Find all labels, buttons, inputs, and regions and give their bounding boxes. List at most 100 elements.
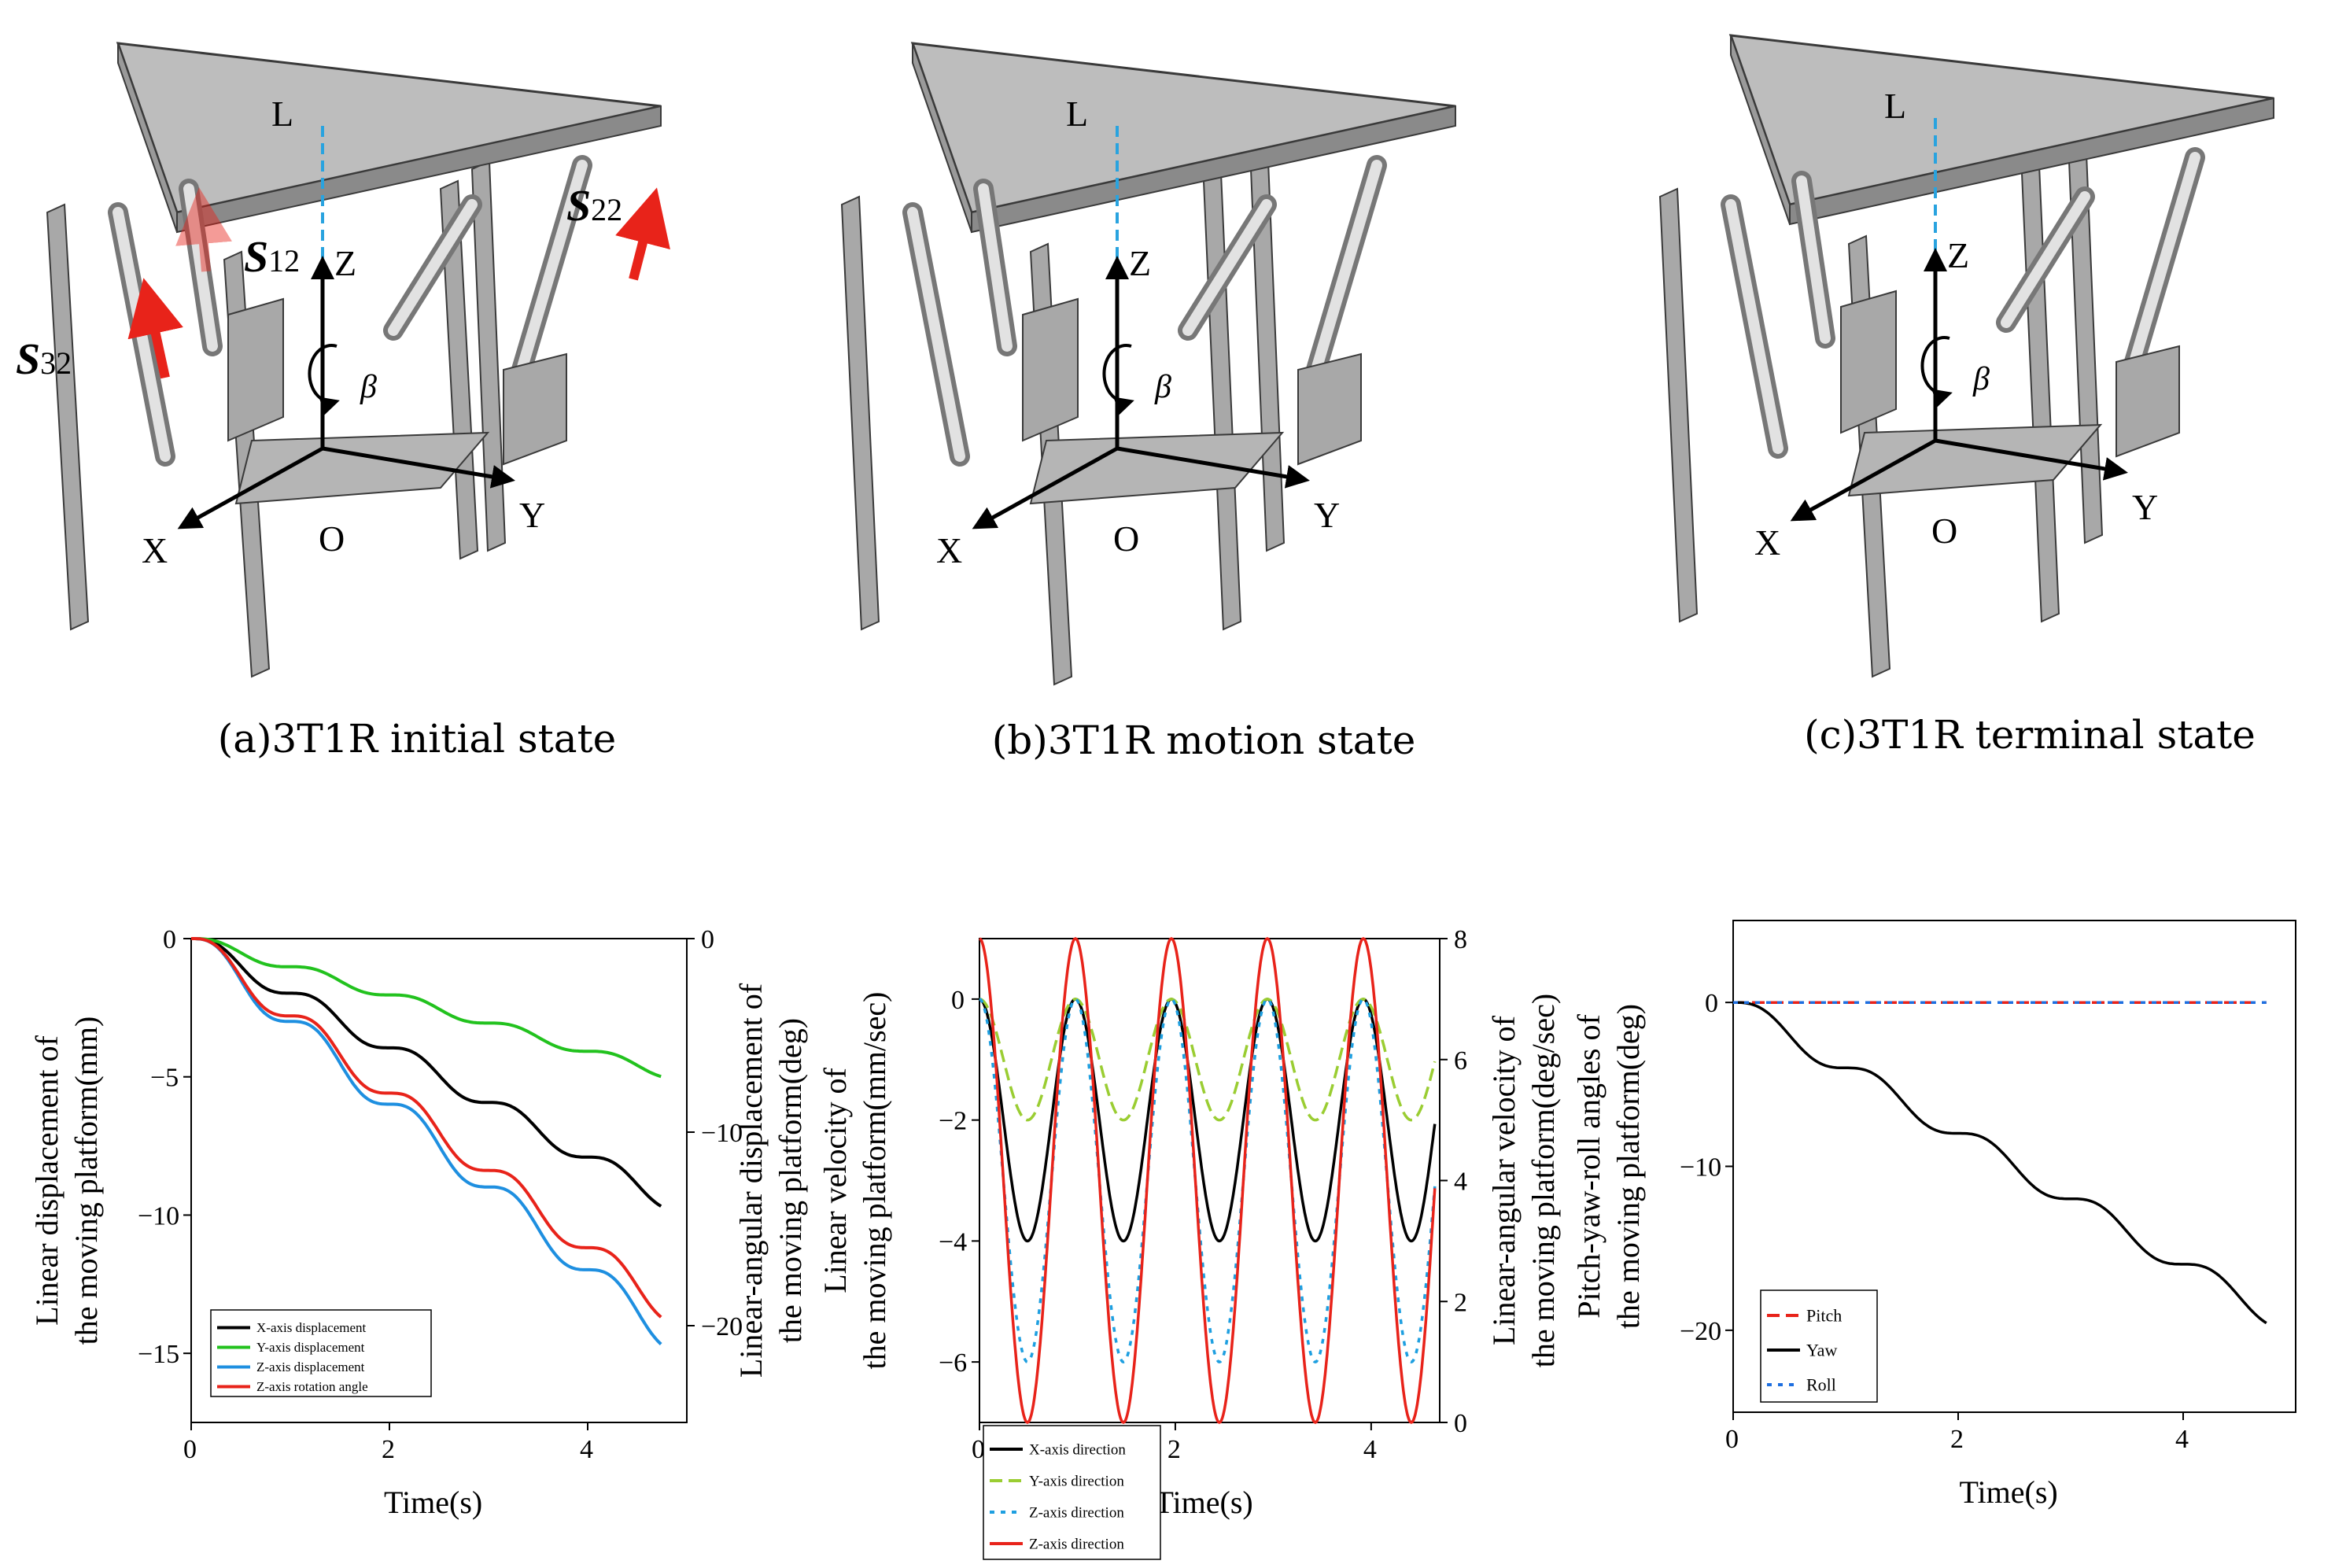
o-label: O [319, 518, 345, 559]
y2-tick-label: 8 [1454, 925, 1467, 954]
legend-box [210, 1309, 432, 1397]
x-tick-label: 0 [183, 1435, 197, 1464]
x-label: X [936, 530, 962, 570]
y-axis-label: Linear velocity of [817, 1068, 853, 1293]
series-line-1 [1733, 1001, 2267, 1325]
frame-post [470, 160, 507, 552]
x-axis-label: Time(s) [384, 1485, 482, 1520]
series-line-1 [191, 937, 662, 1079]
x-label: X [142, 530, 168, 570]
x-tick-label: 2 [1950, 1425, 1964, 1454]
y-tick-label: −20 [1680, 1317, 1721, 1346]
series-line-3 [191, 937, 662, 1319]
x-axis-arrow [177, 446, 324, 529]
y-tick-label: −4 [939, 1227, 967, 1256]
legend-label: Roll [1806, 1374, 1836, 1394]
y-axis-label: the moving platform(mm) [68, 1016, 104, 1345]
y-axis-label: Linear displacement of [29, 1035, 65, 1325]
legend-label: Y-axis direction [1029, 1473, 1124, 1489]
x-tick-label: 2 [1168, 1435, 1181, 1464]
y-axis-label: Pitch-yaw-roll angles of [1571, 1014, 1606, 1319]
series-line-3 [979, 937, 1437, 1424]
s32-label-subscript: 32 [40, 345, 72, 381]
y-tick-label: −10 [1680, 1153, 1721, 1182]
y-tick-label: 0 [951, 986, 965, 1015]
limb-cylinder-highlight [514, 160, 588, 383]
y2-axis-label: Linear-angular velocity of [1486, 1015, 1522, 1345]
legend-label: Z-axis direction [1029, 1504, 1124, 1521]
series-line-2 [191, 937, 662, 1345]
moving-platform-bottom [234, 431, 490, 505]
s32-arrow [127, 278, 183, 379]
l-label: L [1884, 86, 1906, 126]
legend-label: Pitch [1806, 1305, 1842, 1325]
y2-tick-label: 4 [1454, 1168, 1467, 1197]
limb-cylinder-highlight [1308, 160, 1382, 383]
y2-axis-label: the moving platform(deg) [773, 1018, 808, 1343]
x-axis-arrow [972, 446, 1119, 529]
x-axis-label: Time(s) [1960, 1474, 2058, 1510]
y2-tick-label: 0 [1454, 1409, 1467, 1438]
limb-cylinder-highlight [978, 183, 1013, 352]
legend-label: X-axis displacement [256, 1320, 367, 1335]
x-tick-label: 4 [2175, 1425, 2189, 1454]
legend-label: Z-axis displacement [256, 1360, 365, 1374]
y2-tick-label: 2 [1454, 1288, 1467, 1317]
y-label: Y [2132, 487, 2158, 527]
legend-label: Y-axis displacement [256, 1340, 365, 1355]
x-tick-label: 4 [580, 1435, 593, 1464]
z-label: Z [1947, 235, 1969, 275]
caption-c: (c)3T1R terminal state [1804, 712, 2256, 758]
y-tick-label: −6 [939, 1348, 967, 1378]
y2-axis-label: Linear-angular displacement of [733, 983, 769, 1378]
y-tick-label: −15 [138, 1340, 179, 1369]
series-line-0 [191, 937, 662, 1208]
beta-rotation-arrow [1920, 336, 1953, 408]
x-label: X [1754, 522, 1780, 563]
limb-cylinder-highlight [1796, 175, 1831, 344]
base-block [227, 297, 284, 442]
series-line-0 [979, 998, 1437, 1243]
limb-cylinder-highlight [2127, 152, 2200, 375]
legend-label: Yaw [1806, 1340, 1837, 1360]
base-block [1297, 352, 1362, 466]
x-axis-label: Time(s) [1155, 1485, 1253, 1520]
y-label: Y [1314, 495, 1340, 535]
limb-cylinder-highlight [388, 199, 478, 336]
y-tick-label: −5 [150, 1064, 179, 1093]
z-label: Z [334, 243, 356, 283]
limb-cylinder-highlight [1182, 199, 1272, 336]
platform-side [1730, 35, 1791, 225]
y-axis-label: the moving platform(mm/sec) [857, 992, 892, 1370]
x-axis-arrow [1790, 438, 1937, 522]
limb-cylinder-highlight [907, 207, 965, 462]
x-tick-label: 0 [1725, 1425, 1739, 1454]
s12-arrow [175, 187, 232, 272]
s12-label: S12 [244, 233, 300, 282]
y-axis-label: the moving platform(deg) [1610, 1004, 1646, 1329]
y2-tick-label: 6 [1454, 1046, 1467, 1075]
limb-cylinder-highlight [1725, 199, 1784, 454]
y-tick-label: 0 [1705, 989, 1718, 1018]
limb-cylinder-highlight [2001, 191, 2090, 328]
s12-label-subscript: 12 [268, 243, 300, 279]
y-axis-arrow [1935, 438, 2128, 481]
plot-frame [190, 938, 688, 1423]
frame-post [840, 195, 880, 631]
frame-post [46, 203, 90, 631]
y2-tick-label: −10 [701, 1119, 743, 1148]
l-label: L [271, 94, 293, 134]
series-line-2 [979, 998, 1437, 1363]
s22-arrow [615, 187, 670, 281]
y-axis-arrow [322, 446, 515, 489]
beta-label: β [1972, 361, 1990, 397]
caption-a: (a)3T1R initial state [217, 716, 617, 762]
base-block [2116, 345, 2180, 458]
base-block [503, 352, 567, 466]
